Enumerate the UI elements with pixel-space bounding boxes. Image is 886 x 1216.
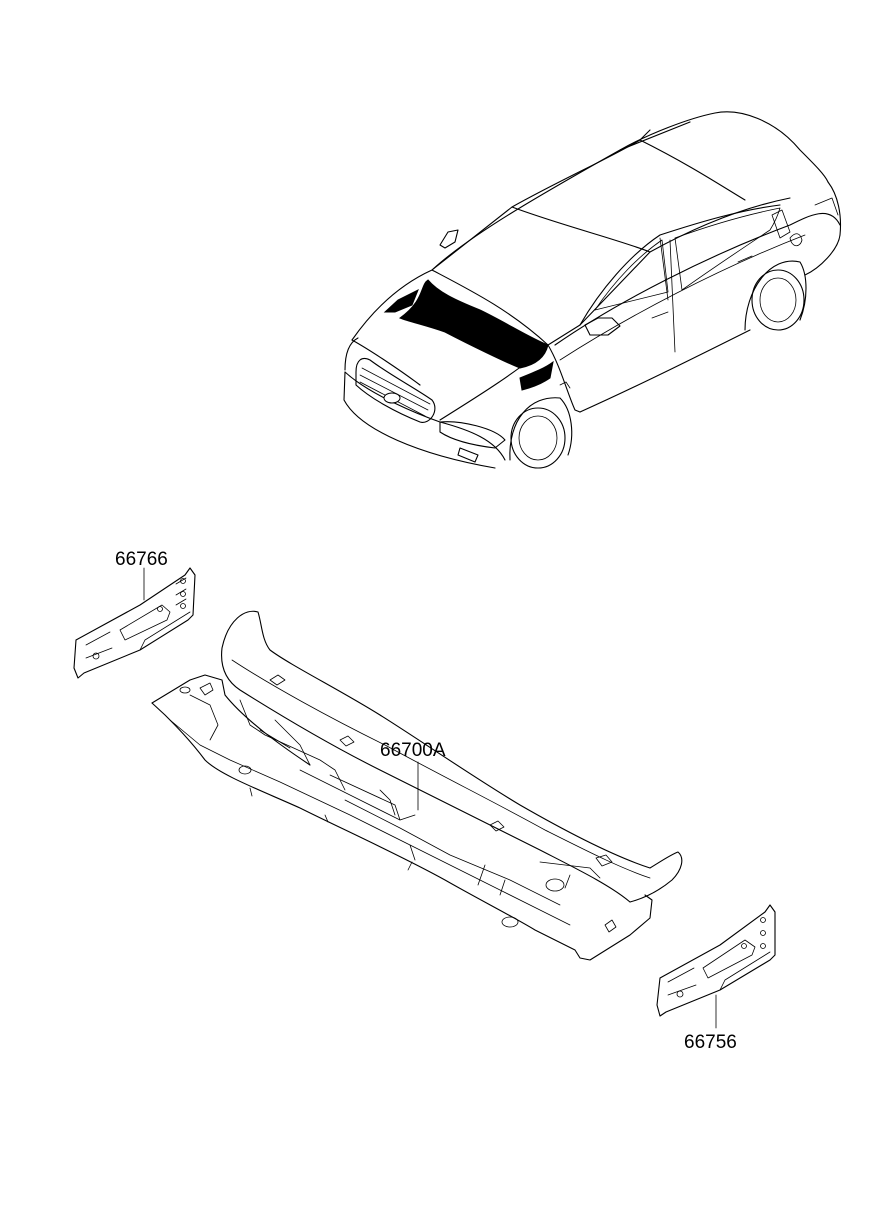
- part-number-66766[interactable]: 66766: [115, 549, 168, 570]
- bracket-left-66766: [73, 567, 196, 679]
- part-number-66756[interactable]: 66756: [684, 1032, 737, 1053]
- part-number-66700A[interactable]: 66700A: [380, 740, 446, 761]
- car-illustration: [343, 111, 842, 469]
- cowl-panel-66700A: [151, 610, 683, 961]
- bracket-right-66756: [656, 904, 776, 1029]
